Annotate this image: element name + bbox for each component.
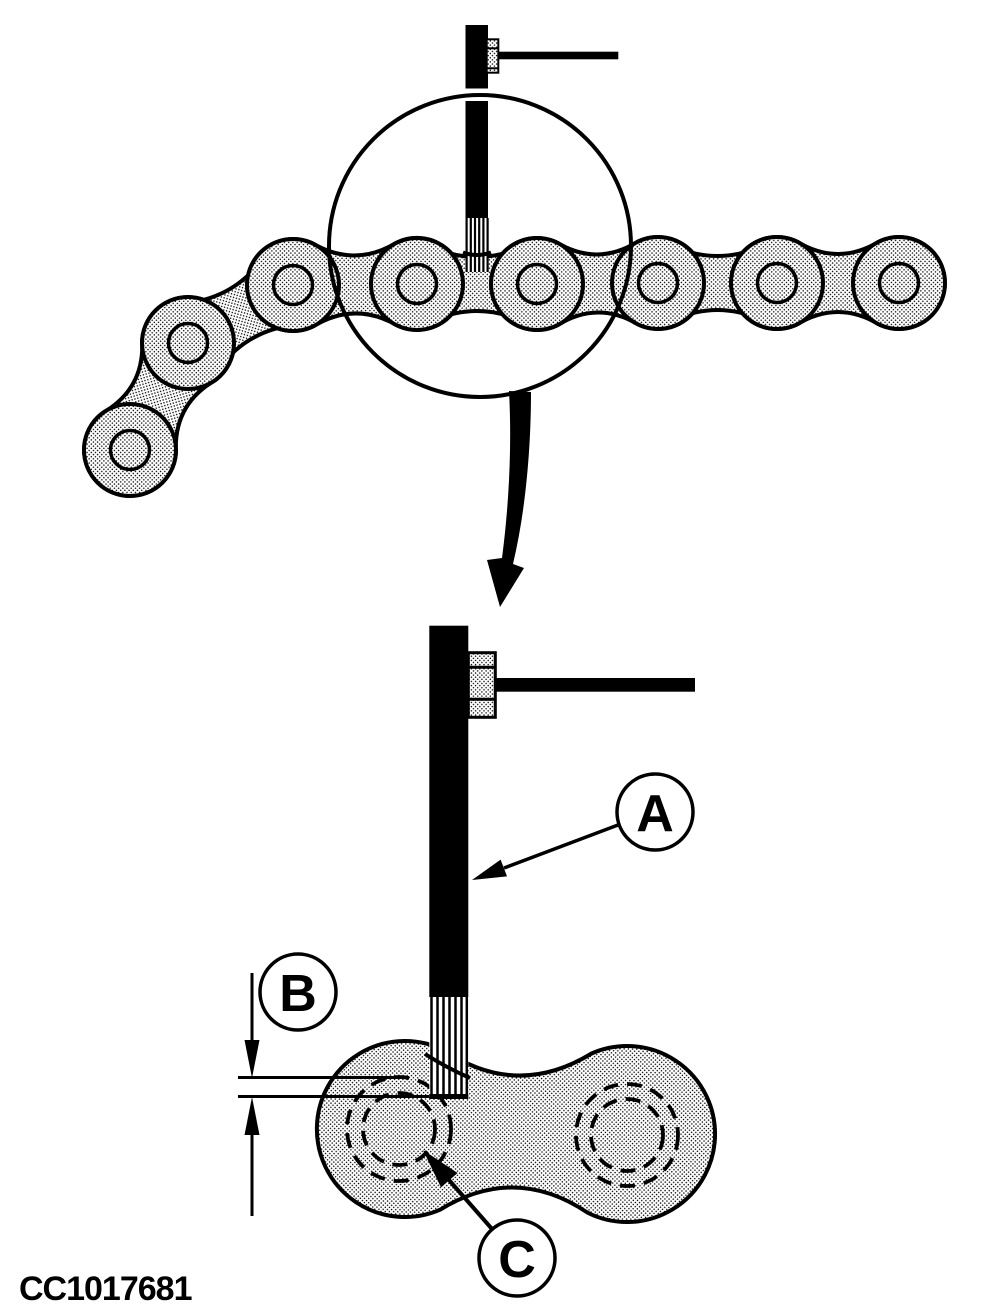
callout-a-bubble [615,772,695,852]
hidden-circle-inner-right [589,1097,665,1173]
detail-link-plate [314,1039,718,1225]
callout-c-arrowhead [423,1150,458,1188]
tool-pin-tip [462,218,492,272]
chain-edge-over-tip [462,250,492,257]
callout-c-leader [447,1178,494,1231]
callout-b-bubble [258,952,338,1032]
tool-handle [498,51,619,60]
pin-hole [166,321,210,365]
tool-ram-lower [465,101,488,218]
pin-hole [515,262,559,306]
detail-handle [494,678,695,692]
chain-overview [82,234,947,498]
callout-a-label: A [636,785,674,843]
callout-a: A [472,772,695,880]
dimension-b [238,973,437,1216]
dim-arrow-down [244,1040,260,1078]
pin-hole [755,261,799,305]
pin-hole [877,261,921,305]
pin-hole [395,262,439,306]
detail-tool [423,625,695,1099]
tool-nut [485,38,500,74]
pin-hole [108,428,152,472]
callout-a-arrowhead [472,859,507,880]
callout-b-label: B [279,965,317,1023]
callout-c: C [423,1150,557,1298]
part-code: CC1017681 [19,1270,192,1308]
callout-c-label: C [498,1231,536,1289]
callout-b: B [258,952,338,1032]
pin-tip-end-cap [429,1094,469,1099]
tool-ram-upper [465,25,488,89]
detail-pin-tip [423,997,471,1099]
pin-hole [271,263,315,307]
detail-link [314,1039,718,1225]
detail-nut [466,651,497,719]
callout-c-bubble [477,1218,557,1298]
chain-tool-overview [462,25,619,272]
detail-ram [429,625,469,997]
chain-pin-holes [108,261,921,472]
link-edge-over-tip [423,1052,471,1080]
magnifier-circle [327,93,633,399]
hidden-circle-outer-right [574,1082,680,1188]
pin-hole [636,261,680,305]
callout-a-leader [503,823,619,870]
dim-arrow-up [244,1097,260,1135]
hidden-circle-inner-left [361,1091,437,1167]
zoom-arrow [487,391,531,607]
